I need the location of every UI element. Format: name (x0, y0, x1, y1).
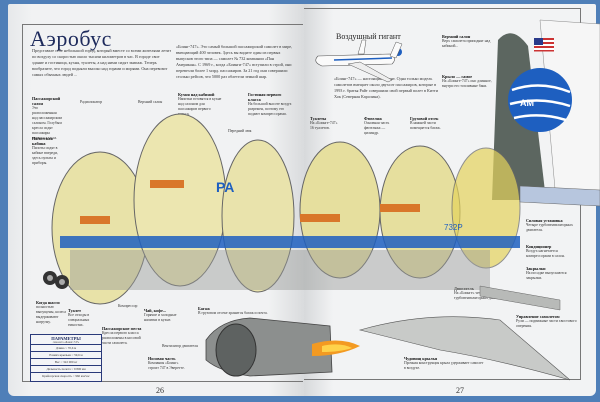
seat-rows (80, 180, 420, 224)
label-engine-fan: Вентилятор двигателя (162, 344, 198, 348)
label-tea-coffee: Чай, кофе...Горячие и холодные напитки в… (144, 308, 177, 322)
us-flag-icon (534, 38, 554, 52)
registration-mark: 732P (444, 223, 463, 232)
fuselage-sections: PA 732P (51, 113, 521, 305)
label-upper-deck: Верхний салон (138, 100, 163, 104)
label-front-hatch: Передний люк (228, 129, 252, 133)
landing-gear (43, 271, 69, 289)
parameters-note: самолета «Боинг-747» (52, 341, 80, 344)
parameters-table: ПАРАМЕТРЫ самолета «Боинг-747» Длина ~ 7… (30, 334, 102, 382)
page-title: Аэробус (30, 26, 112, 51)
page-number-right: 27 (456, 386, 464, 395)
left-page-frame (22, 24, 303, 382)
intro-column-2: «Боинг-747». Это самый большой пассажирс… (176, 44, 293, 79)
engine-cutaway (205, 317, 360, 377)
parameters-row: Дальность полета ~ 9 800 км (31, 365, 101, 372)
side-view-plane (315, 39, 403, 83)
parameters-row: Крейсерская скорость ~ 960 км/час (31, 372, 101, 379)
parameters-heading: ПАРАМЕТРЫ (51, 336, 81, 341)
intro-paragraph: Представьте себе небольшой город, которы… (32, 48, 172, 77)
fuselage-pan-lettering: PA (216, 179, 234, 195)
wing (358, 185, 600, 381)
label-radar: Радиолокатор (80, 100, 103, 104)
parameters-row: Вес ~ 322 000 кг (31, 358, 101, 365)
parameters-row: Размах крыльев ~ 59,6 м (31, 351, 101, 358)
svg-text:AM: AM (520, 98, 534, 108)
parameters-row: Длина ~ 70,6 м (31, 344, 101, 351)
page-number-left: 26 (156, 386, 164, 395)
label-compressor: Компрессор (118, 304, 138, 308)
cheatline-stripe (60, 236, 520, 248)
section-title: Воздушный гигант (336, 32, 401, 41)
